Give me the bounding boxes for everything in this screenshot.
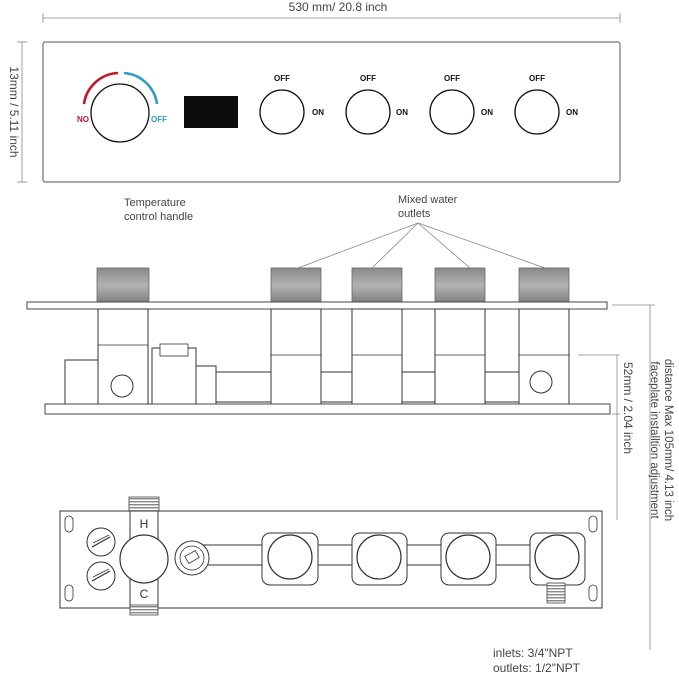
- valve-2-top-label: OFF: [360, 74, 376, 83]
- cold-arc: [123, 71, 159, 105]
- hot-arc: [82, 71, 119, 105]
- callout-mixed-outlets: Mixed water outlets: [297, 194, 546, 269]
- thermostat-left-label: NO: [77, 115, 89, 124]
- front-faceplate: NO OFF OFF ON OFF ON OFF ON OFF ON: [42, 41, 621, 183]
- cold-mark: C: [140, 587, 149, 601]
- valve-knob-1[interactable]: OFF ON: [259, 74, 324, 135]
- side-temp-knob: [96, 267, 150, 304]
- depth-label: 52mm / 2.04 inch: [621, 362, 635, 454]
- side-valve-knob-3: [434, 267, 486, 304]
- height-label: 13mm / 5.11 inch: [7, 66, 21, 157]
- valve-4-top-label: OFF: [529, 74, 545, 83]
- digital-display: [184, 96, 238, 128]
- side-valve-knob-4: [518, 267, 570, 304]
- valve-4-side-label: ON: [566, 108, 578, 117]
- outlets-note: outlets: 1/2"NPT: [493, 661, 581, 675]
- adjustment-dimension: faceplate installtion adjustment distanc…: [612, 304, 674, 650]
- valve-3-side-label: ON: [481, 108, 493, 117]
- callout-mixed-line2: outlets: [398, 208, 431, 220]
- callout-temp-line2: control handle: [124, 211, 193, 223]
- callout-mixed-line1: Mixed water: [398, 194, 458, 206]
- side-faceplate: [26, 301, 608, 310]
- valve-2-side-label: ON: [396, 108, 408, 117]
- valve-knob-4[interactable]: OFF ON: [514, 74, 578, 135]
- adjust-label-line2: distance Max 105mm/ 4.13 inch: [662, 359, 674, 521]
- width-label: 530 mm/ 20.8 inch: [289, 0, 388, 14]
- callout-temperature: Temperature control handle: [124, 197, 193, 223]
- valve-knob-2[interactable]: OFF ON: [345, 74, 408, 135]
- side-valve-knob-1: [270, 267, 322, 304]
- side-backplate: [44, 403, 611, 415]
- callout-temp-line1: Temperature: [124, 197, 186, 209]
- depth-dimension: 52mm / 2.04 inch: [578, 354, 635, 520]
- side-valve-knob-2: [351, 267, 403, 304]
- thermostat-knob[interactable]: NO OFF: [77, 71, 167, 143]
- thermostat-right-label: OFF: [151, 115, 167, 124]
- height-dimension: 13mm / 5.11 inch: [7, 41, 27, 183]
- inlets-note: inlets: 3/4"NPT: [493, 646, 573, 660]
- width-dimension: 530 mm/ 20.8 inch: [42, 0, 621, 23]
- adjust-label-line1: faceplate installtion adjustment: [648, 361, 660, 519]
- valve-3-top-label: OFF: [444, 74, 460, 83]
- valve-1-side-label: ON: [312, 108, 324, 117]
- valve-knob-3[interactable]: OFF ON: [429, 74, 493, 135]
- hot-mark: H: [140, 517, 149, 531]
- side-view: [26, 267, 611, 415]
- rear-view: H C: [59, 496, 603, 616]
- valve-1-top-label: OFF: [274, 74, 290, 83]
- connection-notes: inlets: 3/4"NPT outlets: 1/2"NPT: [493, 646, 581, 675]
